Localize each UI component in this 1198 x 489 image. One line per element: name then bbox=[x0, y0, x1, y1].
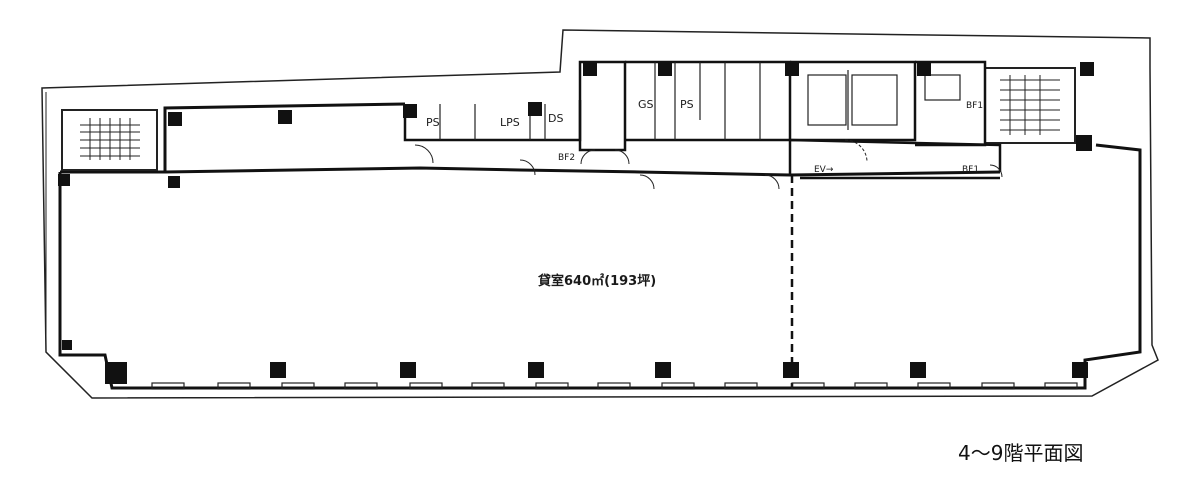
core-walls bbox=[403, 60, 1002, 175]
columns bbox=[58, 62, 1094, 384]
outer-boundary bbox=[41, 29, 1159, 399]
room-ev-hall: EV→ bbox=[814, 165, 834, 175]
room-ds: DS bbox=[548, 112, 563, 125]
room-bf1-b: BF1 bbox=[966, 101, 983, 111]
room-ps-2: PS bbox=[680, 98, 694, 111]
stairs-left bbox=[61, 109, 158, 171]
area-label: 貸室640㎡(193坪) bbox=[538, 273, 656, 289]
plan-title: 4～9階平面図 bbox=[958, 441, 1083, 465]
main-wall bbox=[58, 102, 1142, 390]
room-lps: LPS bbox=[500, 116, 520, 129]
room-bf2: BF2 bbox=[558, 153, 575, 163]
stairs-right bbox=[984, 67, 1076, 144]
door-swings bbox=[414, 139, 1003, 190]
room-gs: GS bbox=[638, 98, 654, 111]
room-ps: PS bbox=[426, 116, 440, 129]
room-bf1: BF1 bbox=[962, 165, 979, 175]
room-labels: PS LPS DS GS PS EV→ BF1 BF1 BF2 bbox=[426, 98, 983, 175]
windows bbox=[151, 382, 1078, 390]
core-partitions bbox=[439, 62, 961, 140]
